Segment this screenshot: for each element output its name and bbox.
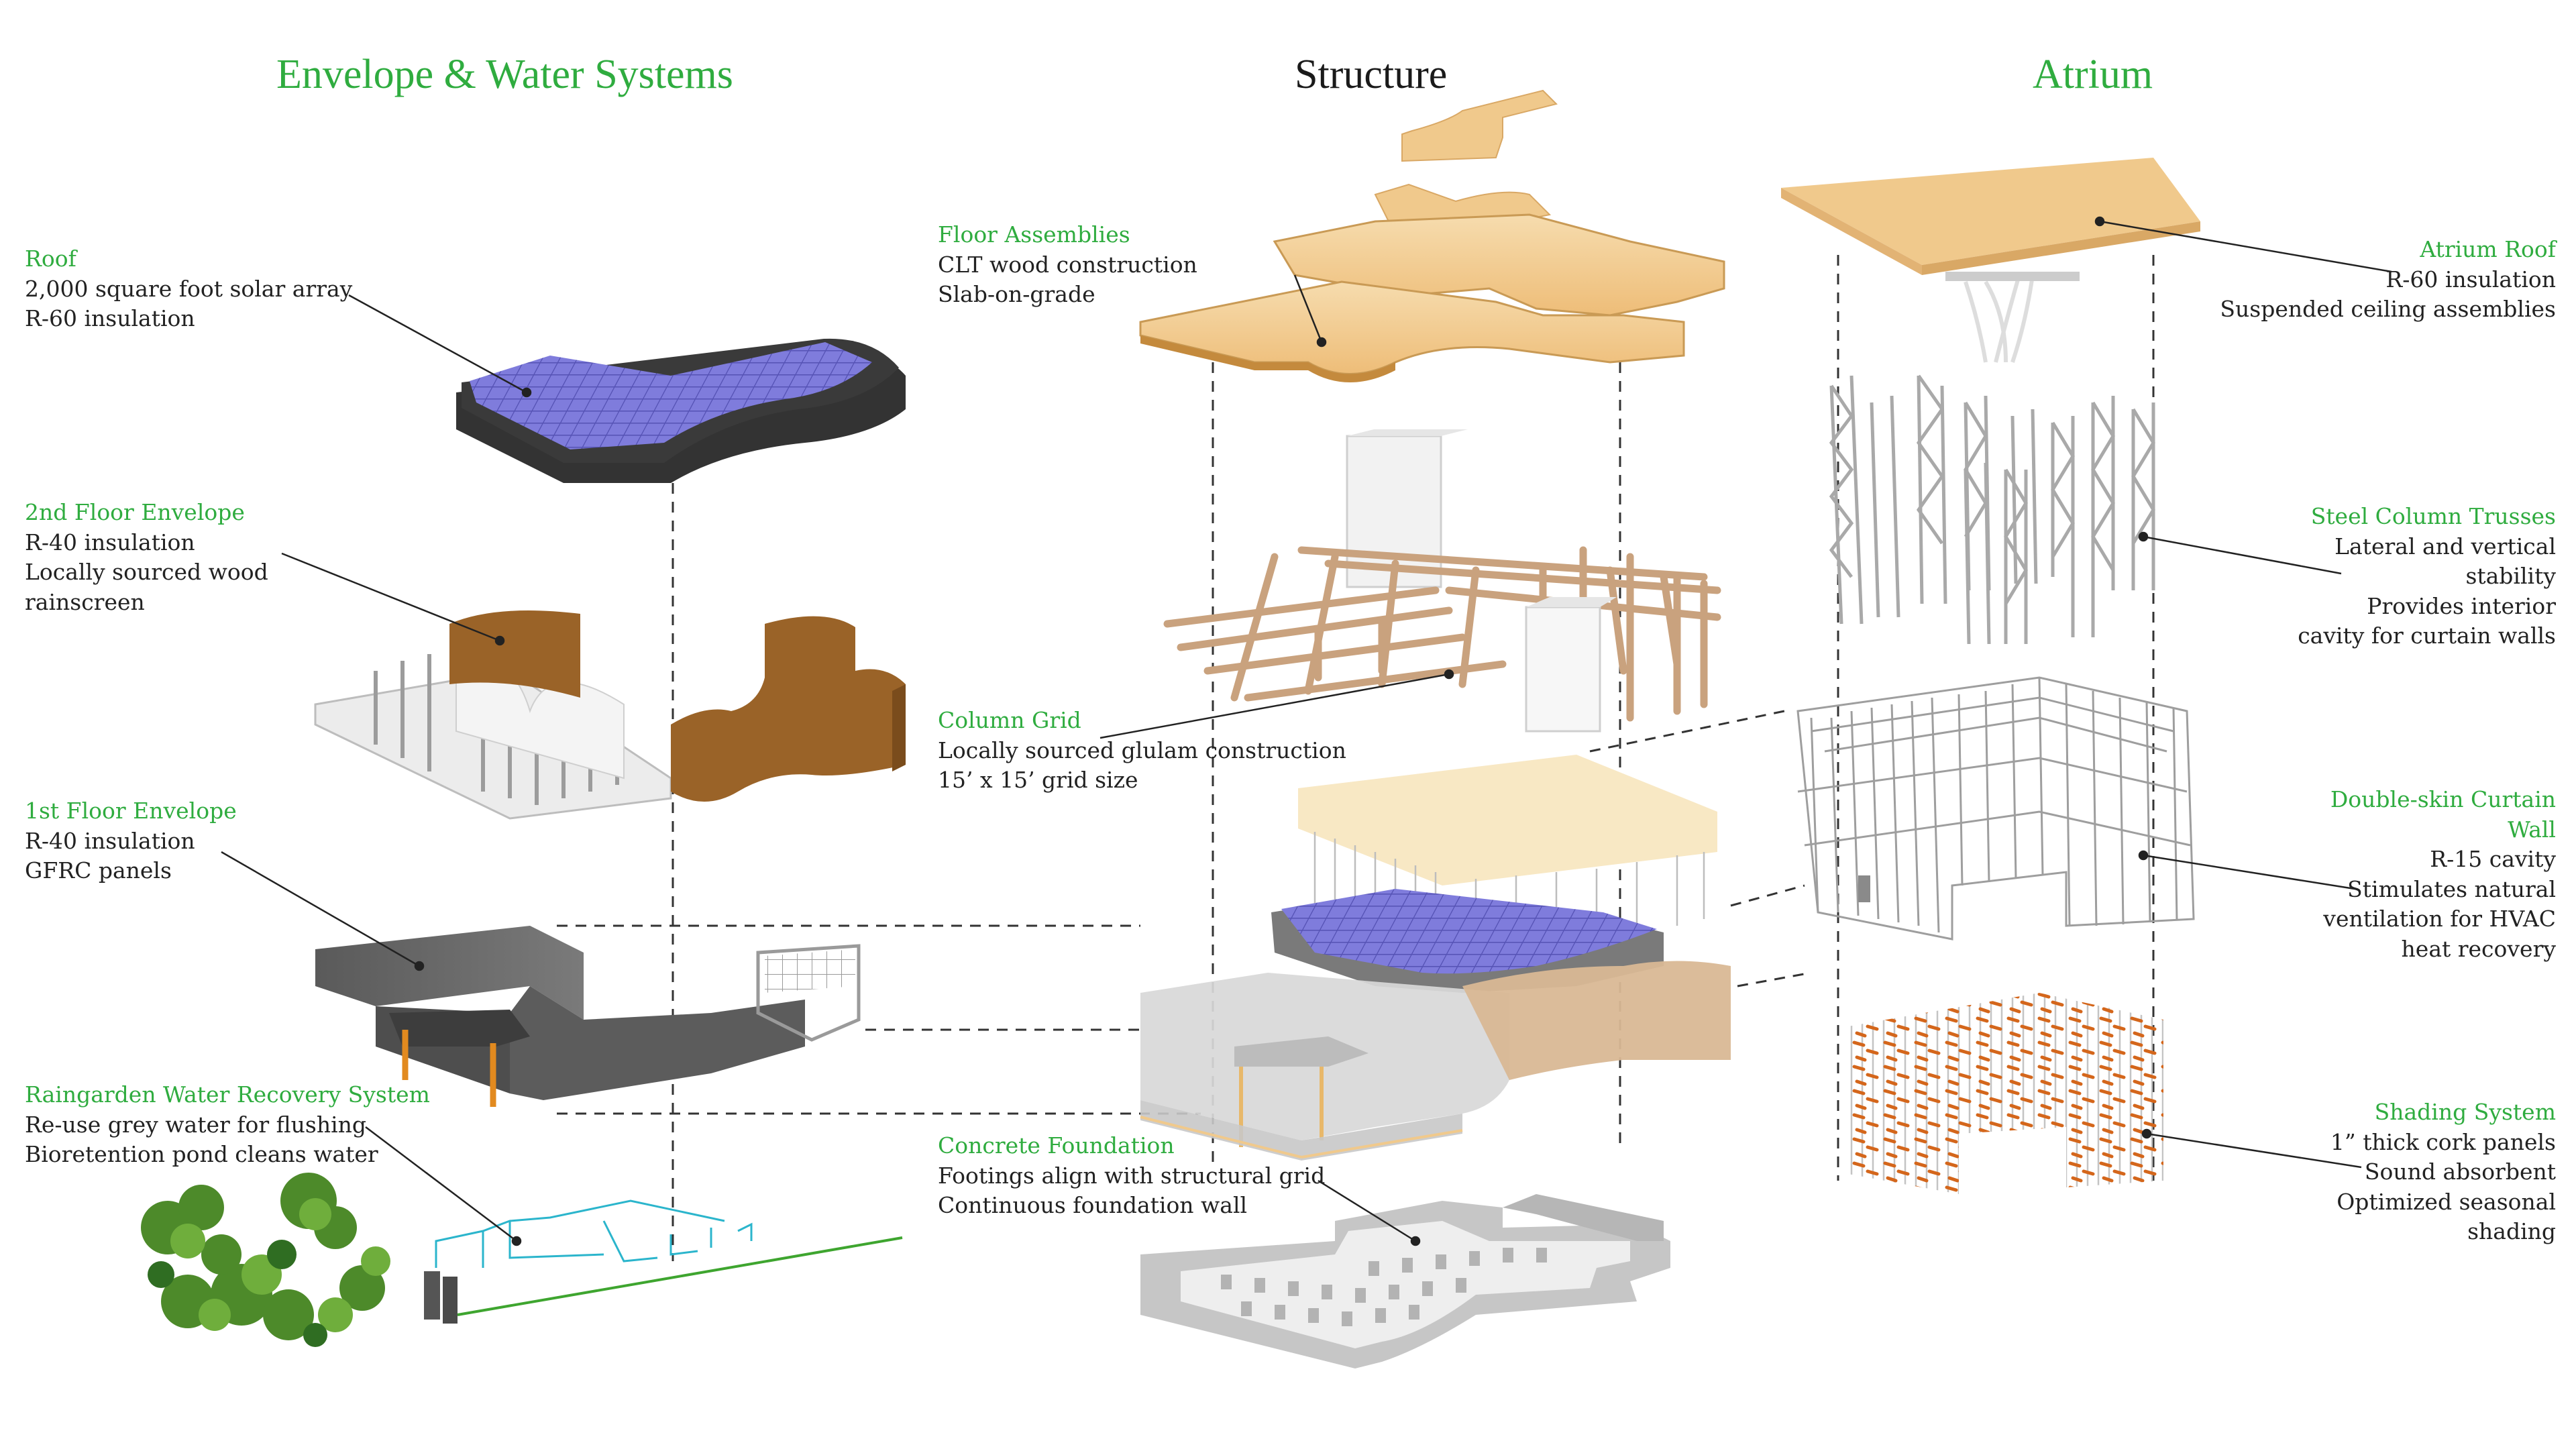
envelope-leaders [221,294,532,1246]
atrium-leaders [2094,216,2392,1169]
column-grid-graphic [1163,429,1721,733]
label-curtain-wall-line: ventilation for HVAC [2323,906,2556,932]
label-raingarden-line: Re-use grey water for flushing [25,1111,367,1138]
label-raingarden: Raingarden Water Recovery System Re-use … [25,1080,430,1170]
label-roof-title: Roof [25,246,76,272]
floor-assemblies-graphic [1139,89,1725,382]
second-floor-envelope-graphic [314,610,906,820]
structure-guide-dashes [557,362,1812,1167]
label-first-floor-line: R-40 insulation [25,827,195,854]
label-second-floor-line: R-40 insulation [25,529,195,555]
label-floor-assemblies-line: Slab-on-grade [938,281,1095,307]
label-curtain-wall-title: Wall [2508,816,2556,843]
shading-system-graphic [1848,993,2163,1194]
label-floor-assemblies-title: Floor Assemblies [938,221,1130,248]
label-column-grid-line: Locally sourced glulam construction [938,737,1346,763]
heading-envelope-water-systems: Envelope & Water Systems [276,52,733,97]
label-second-floor-line: Locally sourced wood [25,559,268,585]
label-steel-trusses-line: Lateral and vertical [2334,533,2556,559]
label-steel-trusses-line: Provides interior [2367,592,2556,619]
atrium-roof-graphic [1781,158,2200,363]
roof-solar-array-graphic [456,338,906,483]
label-second-floor-line: rainscreen [25,588,145,615]
assembled-building-graphic [1140,755,1731,1161]
label-shading-line: 1” thick cork panels [2330,1128,2556,1155]
structure-leaders [1099,274,1454,1246]
label-shading-line: Sound absorbent [2364,1159,2556,1185]
first-floor-envelope-graphic [315,926,861,1107]
label-foundation-title: Concrete Foundation [938,1132,1175,1159]
label-roof-line: 2,000 square foot solar array [25,275,353,302]
label-atrium-roof-title: Atrium Roof [2420,236,2556,262]
label-shading-line: Optimized seasonal [2337,1188,2556,1215]
label-floor-assemblies-line: CLT wood construction [938,251,1197,278]
label-first-floor-envelope: 1st Floor Envelope R-40 insulation GFRC … [25,796,237,886]
label-atrium-roof-line: R-60 insulation [2385,266,2556,292]
label-column-grid: Column Grid Locally sourced glulam const… [938,706,1346,796]
label-double-skin-curtain-wall: Double-skin Curtain Wall R-15 cavity Sti… [2323,785,2556,964]
double-skin-curtain-wall-graphic [1796,676,2195,941]
label-first-floor-title: 1st Floor Envelope [25,798,237,824]
label-foundation-line: Continuous foundation wall [938,1192,1248,1218]
label-steel-trusses-title: Steel Column Trusses [2310,503,2556,529]
label-curtain-wall-title: Double-skin Curtain [2330,786,2556,812]
label-second-floor-title: 2nd Floor Envelope [25,499,245,525]
label-roof: Roof 2,000 square foot solar array R-60 … [25,244,352,334]
label-curtain-wall-line: R-15 cavity [2430,846,2556,872]
label-shading-system: Shading System 1” thick cork panels Soun… [2330,1097,2556,1247]
concrete-foundation-graphic [1140,1194,1670,1368]
label-foundation-line: Footings align with structural grid [938,1162,1326,1189]
label-floor-assemblies: Floor Assemblies CLT wood construction S… [938,220,1197,310]
label-atrium-roof-line: Suspended ceiling assemblies [2220,296,2556,322]
raingarden-graphic [141,1173,903,1347]
label-concrete-foundation: Concrete Foundation Footings align with … [938,1131,1325,1221]
steel-column-trusses-graphic [1829,374,2155,645]
label-raingarden-line: Bioretention pond cleans water [25,1141,378,1167]
label-roof-line: R-60 insulation [25,305,195,331]
label-steel-column-trusses: Steel Column Trusses Lateral and vertica… [2298,502,2556,651]
label-column-grid-title: Column Grid [938,707,1081,733]
label-column-grid-line: 15’ x 15’ grid size [938,767,1138,793]
label-steel-trusses-line: stability [2465,563,2556,589]
heading-atrium: Atrium [2033,52,2153,97]
label-shading-line: shading [2467,1218,2556,1244]
label-shading-title: Shading System [2374,1099,2556,1125]
label-curtain-wall-line: heat recovery [2401,935,2556,962]
label-second-floor-envelope: 2nd Floor Envelope R-40 insulation Local… [25,498,268,617]
label-curtain-wall-line: Stimulates natural [2347,875,2556,902]
label-raingarden-title: Raingarden Water Recovery System [25,1081,430,1108]
heading-structure: Structure [1295,52,1448,97]
label-steel-trusses-line: cavity for curtain walls [2298,623,2556,649]
label-atrium-roof: Atrium Roof R-60 insulation Suspended ce… [2220,235,2556,325]
label-first-floor-line: GFRC panels [25,857,172,883]
